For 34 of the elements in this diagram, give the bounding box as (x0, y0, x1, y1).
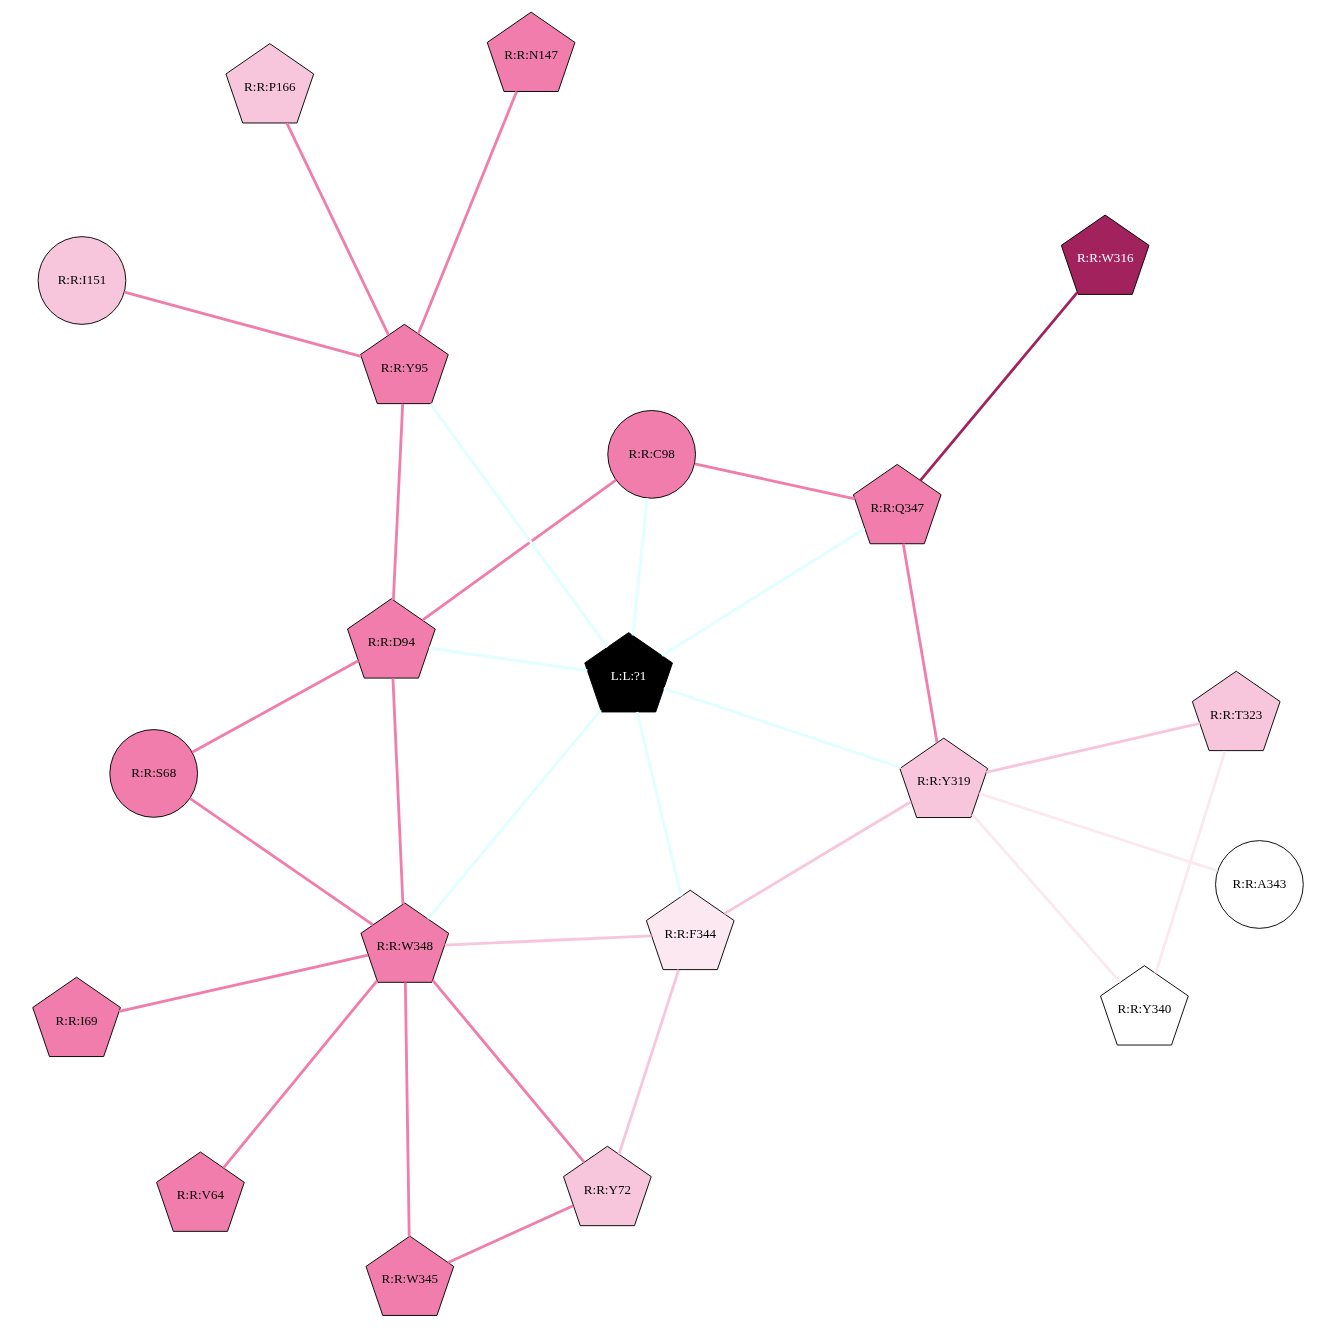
connector (444, 934, 652, 947)
connector (971, 813, 1122, 984)
connector (426, 709, 602, 920)
connector (919, 291, 1079, 482)
connector (986, 722, 1201, 774)
connector (403, 982, 411, 1237)
connector (447, 1204, 574, 1264)
connector (392, 403, 405, 601)
connector (118, 953, 369, 1013)
node-circle: R:R:S68 (109, 729, 199, 818)
connector (428, 646, 588, 672)
connector (222, 979, 379, 1169)
connector (391, 678, 405, 905)
node-circle: R:R:I151 (37, 236, 127, 325)
connector (1154, 750, 1227, 974)
connector (417, 91, 518, 335)
connector (635, 711, 683, 897)
connector (694, 462, 856, 501)
connector (421, 479, 617, 622)
connector (429, 403, 609, 648)
connector (617, 969, 681, 1155)
node-circle: R:R:C98 (607, 410, 696, 499)
node-circle: R:R:A343 (1215, 840, 1304, 929)
connector (124, 290, 362, 358)
connector (189, 797, 374, 926)
connector (631, 498, 649, 636)
connector (723, 800, 912, 915)
connector (191, 659, 360, 754)
connector (978, 792, 1218, 873)
connector (661, 527, 866, 657)
connector (431, 979, 586, 1164)
connector (663, 686, 902, 770)
connector (901, 543, 939, 743)
connector (285, 122, 390, 336)
